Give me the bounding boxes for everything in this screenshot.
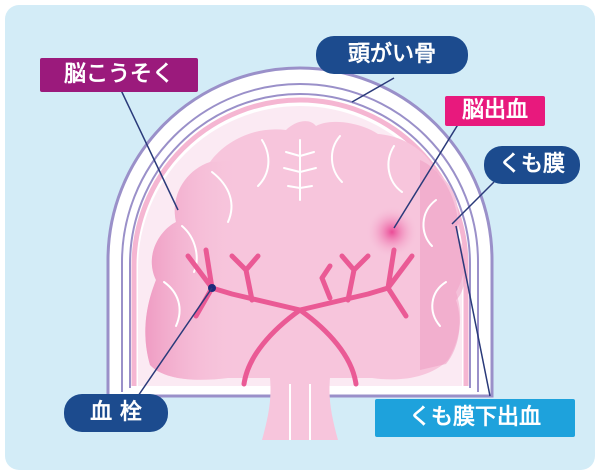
blood-vessels (185, 247, 415, 387)
brainstem (262, 378, 338, 440)
label-arachnoid: くも膜 (484, 146, 580, 184)
label-thrombus: 血 栓 (64, 394, 168, 432)
dura-line (129, 93, 471, 388)
label-cerebral-infarction: 脳こうそく (40, 58, 198, 92)
label-skull: 頭がい骨 (316, 36, 468, 74)
infarct-area (145, 160, 240, 380)
hemorrhage-spot (366, 206, 418, 258)
leader-lines (119, 77, 495, 397)
subarachnoid-blush (420, 160, 466, 370)
label-cerebral-hemorrhage: 脳出血 (445, 96, 545, 126)
label-subarachnoid-hemorrhage: くも膜下出血 (375, 399, 575, 437)
skull-inner-line (121, 83, 479, 392)
